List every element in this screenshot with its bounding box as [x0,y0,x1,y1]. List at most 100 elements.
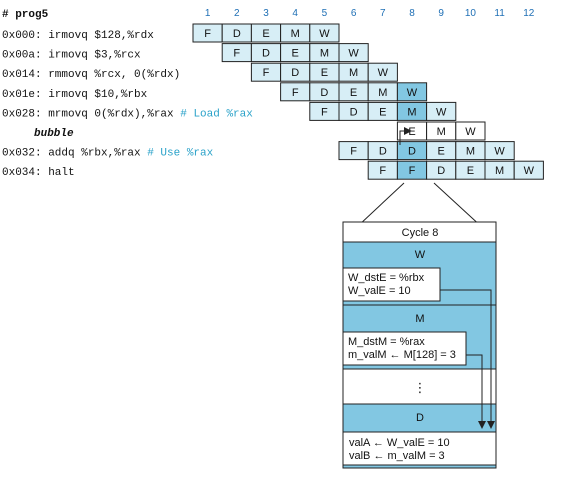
cycle-number: 4 [292,8,298,19]
pipeline-cell [455,121,486,141]
m-valm-text: m_valM ← M[128] = 3 [348,349,456,361]
bubble-arrow [399,127,412,145]
instruction-code: 0x028: mrmovq 0(%rdx),%rax [2,108,174,120]
stage-label: W [348,48,359,60]
instruction-line: 0x028: mrmovq 0(%rdx),%rax # Load %rax [2,108,253,120]
stage-label: F [233,48,240,60]
pipeline-cell [426,101,457,121]
stage-label: M [291,28,300,40]
program-title: # prog5 [2,9,49,21]
stage-label: D [320,87,328,99]
w-vale-text: W_valE = 10 [348,285,411,297]
stage-label: E [438,146,445,158]
instruction-comment: # Load %rax [174,108,254,120]
stage-label: M [466,146,475,158]
stage-label: W [319,28,330,40]
stage-label: F [263,67,270,79]
cycle-number: 2 [234,8,240,19]
cycle-number: 10 [465,8,477,19]
instruction-line: 0x032: addq %rbx,%rax # Use %rax [2,148,214,160]
stage-label: D [291,67,299,79]
instruction-code: 0x032: addq %rbx,%rax [2,148,141,160]
instruction-code: 0x000: irmovq $128,%rdx [2,30,154,42]
stage-label: M [320,48,329,60]
cycle-number: 6 [351,8,357,19]
w-dste-text: W_dstE = %rbx [348,272,425,284]
stage-label: F [350,146,357,158]
stage-label: W [436,106,447,118]
stage-label: M [495,165,504,177]
instruction-code: 0x034: halt [2,167,75,179]
cycle-detail-panel: Cycle 8 W W_dstE = %rbx W_valE = 10 M M_… [342,221,497,469]
m-stage-label: M [415,313,424,325]
program-listing: 0x000: irmovq $128,%rdx 0x00a: irmovq $3,… [2,30,253,179]
stage-label: D [233,28,241,40]
cycle-number: 9 [438,8,444,19]
pipeline-cell [513,160,544,180]
pipeline-cell [338,43,369,63]
stage-label: E [467,165,474,177]
stage-label: F [204,28,211,40]
cycle-number: 5 [322,8,328,19]
stage-label: E [350,87,357,99]
forward-w-vale-arrow [440,289,495,429]
instruction-line: 0x014: rmmovq %rcx, 0(%rdx) [2,69,180,81]
d-stage-label: D [416,412,424,424]
bubble-label: bubble [34,128,74,140]
stage-label: W [465,126,476,138]
stage-label: E [321,67,328,79]
m-dstm-text: M_dstM = %rax [348,336,425,348]
stage-label: E [408,126,415,138]
d-stage-values-box [342,431,497,466]
instruction-line: 0x01e: irmovq $10,%rbx [2,89,148,101]
stage-label: F [379,165,386,177]
instruction-code: 0x00a: irmovq $3,%rcx [2,50,141,62]
cycle-number: 8 [409,8,415,19]
stage-label: F [321,106,328,118]
stage-label: E [292,48,299,60]
stage-label: W [407,87,418,99]
w-stage-values-box [342,267,441,302]
stage-label: M [378,87,387,99]
pipeline-cell [367,62,398,82]
instruction-comment: # Use %rax [141,148,214,160]
stage-label: M [349,67,358,79]
stage-label: M [407,106,416,118]
stage-label: D [350,106,358,118]
stage-ellipsis: ⋮ [414,380,427,395]
instruction-code: bubble [34,128,74,140]
cycle-number: 1 [205,8,211,19]
stage-label: W [378,67,389,79]
stage-label: D [262,48,270,60]
stage-label: F [409,165,416,177]
stage-label: D [437,165,445,177]
stage-label: M [437,126,446,138]
instruction-line: 0x00a: irmovq $3,%rcx [2,50,141,62]
instruction-line: 0x034: halt [2,167,75,179]
instruction-code: 0x014: rmmovq %rcx, 0(%rdx) [2,69,180,81]
cycle-number: 7 [380,8,386,19]
instruction-line: 0x000: irmovq $128,%rdx [2,30,154,42]
cycle-detail-title: Cycle 8 [402,227,439,239]
cycle-number: 12 [523,8,535,19]
w-stage-label: W [415,249,426,261]
instruction-code: 0x01e: irmovq $10,%rbx [2,89,148,101]
d-vala-text: valA ← W_valE = 10 [349,437,450,449]
stage-label: D [379,146,387,158]
stage-label: D [408,146,416,158]
d-valb-text: valB ← m_valM = 3 [349,450,445,462]
forward-m-valm-arrow [466,354,486,429]
stage-label: W [494,146,505,158]
m-stage-values-box [342,331,467,366]
pipeline-cell [309,23,340,43]
stage-label: W [524,165,535,177]
pipeline-cell [484,141,515,161]
stage-label: E [379,106,386,118]
stage-label: E [262,28,269,40]
cycle-number: 3 [263,8,269,19]
pipeline-cell [396,82,428,102]
stage-label: F [292,87,299,99]
